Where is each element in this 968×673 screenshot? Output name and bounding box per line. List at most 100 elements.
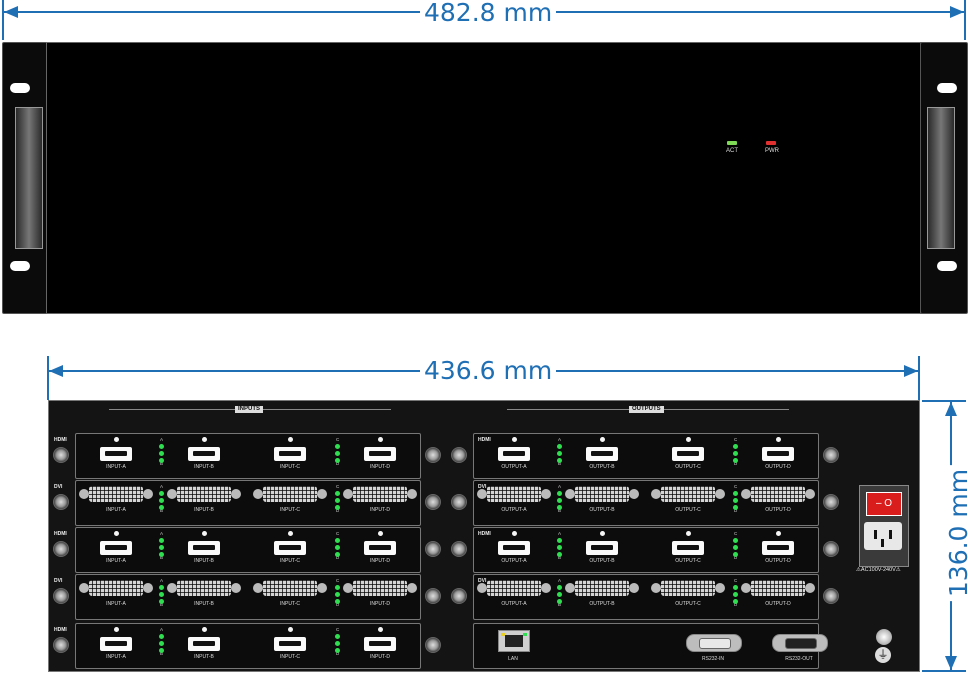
thumbscrew [629, 583, 639, 593]
output-dvi-port-4-1[interactable] [477, 578, 551, 598]
input-hdmi-port-5-4[interactable] [364, 637, 396, 651]
status-led [557, 545, 562, 550]
input-dvi-port-4-3[interactable] [253, 578, 327, 598]
input-dvi-port-2-2[interactable] [167, 484, 241, 504]
output-dvi-port-2-2[interactable] [565, 484, 639, 504]
outputs-section-label: OUTPUTS [629, 406, 664, 413]
thumbscrew [477, 489, 487, 499]
dvi-socket [575, 580, 629, 596]
input-hdmi-port-1-2[interactable] [188, 447, 220, 461]
input-hdmi-port-3-3[interactable] [274, 541, 306, 555]
input-hdmi-port-1-1[interactable] [100, 447, 132, 461]
output-hdmi-port-3-3[interactable] [672, 541, 704, 555]
output-hdmi-port-3-1[interactable] [498, 541, 530, 555]
input-hdmi-port-5-3[interactable] [274, 637, 306, 651]
status-led [335, 538, 340, 543]
rear-width-arrow-left [49, 365, 63, 377]
led-letter: B [160, 461, 164, 466]
status-led [733, 599, 738, 604]
thumbscrew [541, 583, 551, 593]
thumbscrew [79, 489, 89, 499]
input-hdmi-port-3-2[interactable] [188, 541, 220, 555]
output-dvi-port-4-4[interactable] [741, 578, 815, 598]
rack-ear-left [2, 42, 48, 314]
input-dvi-port-2-1[interactable] [79, 484, 153, 504]
output-hdmi-port-1-1[interactable] [498, 447, 530, 461]
output-dvi-port-4-2[interactable] [565, 578, 639, 598]
status-led [159, 545, 164, 550]
port-status-dot [686, 437, 691, 442]
status-led [733, 538, 738, 543]
inputs-section-label: INPUTS [235, 406, 264, 413]
input-dvi-port-2-3[interactable] [253, 484, 327, 504]
output-dvi-port-2-1[interactable] [477, 484, 551, 504]
status-led [733, 545, 738, 550]
input-row-1-screw-left [53, 447, 69, 463]
dvi-socket [353, 486, 407, 502]
rack-ear-slot-top [10, 83, 30, 93]
input-hdmi-port-3-1[interactable] [100, 541, 132, 555]
input-row-4-screw-left [53, 588, 69, 604]
input-hdmi-port-3-4[interactable] [364, 541, 396, 555]
thumbscrew [477, 583, 487, 593]
lan-port[interactable] [498, 630, 530, 652]
output-row-4-screw-right [823, 588, 839, 604]
led-letter: A [160, 531, 164, 536]
rack-ear-right [920, 42, 968, 314]
input-hdmi-port-1-3[interactable] [274, 447, 306, 461]
status-led [159, 552, 164, 557]
input-dvi-port-2-4[interactable] [343, 484, 417, 504]
status-led [557, 552, 562, 557]
input-hdmi-port-5-2[interactable] [188, 637, 220, 651]
status-led [335, 545, 340, 550]
port-status-dot [512, 531, 517, 536]
front-width-arrow-left [4, 6, 18, 18]
inlet-pin-right [889, 530, 892, 539]
card-type-label: HDMI [478, 531, 491, 537]
iec-power-inlet[interactable] [864, 522, 902, 550]
status-led [159, 491, 164, 496]
input-row-5-screw-left [53, 637, 69, 653]
status-led [159, 444, 164, 449]
status-led [557, 444, 562, 449]
thumbscrew [167, 583, 177, 593]
output-dvi-port-4-3[interactable] [651, 578, 725, 598]
input-dvi-port-4-4[interactable] [343, 578, 417, 598]
thumbscrew [253, 583, 263, 593]
led-letter: D [336, 508, 340, 513]
port-label: INPUT-C [280, 601, 300, 607]
status-led [335, 505, 340, 510]
output-dvi-port-2-3[interactable] [651, 484, 725, 504]
port-status-dot [288, 437, 293, 442]
port-label: INPUT-D [370, 558, 390, 564]
output-hdmi-port-3-4[interactable] [762, 541, 794, 555]
output-hdmi-port-1-2[interactable] [586, 447, 618, 461]
output-row-1-screw-left [451, 447, 467, 463]
status-led [733, 491, 738, 496]
led-letter: D [336, 461, 340, 466]
power-switch[interactable]: – O [866, 492, 902, 516]
status-led [335, 592, 340, 597]
dvi-socket [263, 580, 317, 596]
led-letter: B [160, 651, 164, 656]
output-hdmi-port-1-4[interactable] [762, 447, 794, 461]
input-hdmi-port-5-1[interactable] [100, 637, 132, 651]
port-label: OUTPUT-C [675, 601, 701, 607]
port-label: INPUT-B [194, 558, 214, 564]
input-dvi-port-4-1[interactable] [79, 578, 153, 598]
status-led [335, 552, 340, 557]
rs232-out-port[interactable] [772, 634, 828, 652]
input-row-4-screw-right [425, 588, 441, 604]
rear-width-right-extension [918, 356, 920, 400]
input-dvi-port-4-2[interactable] [167, 578, 241, 598]
led-letter: C [336, 531, 340, 536]
output-hdmi-port-1-3[interactable] [672, 447, 704, 461]
output-hdmi-port-3-2[interactable] [586, 541, 618, 555]
dvi-socket [89, 580, 143, 596]
rs232-in-port[interactable] [686, 634, 742, 652]
input-hdmi-port-1-4[interactable] [364, 447, 396, 461]
output-dvi-port-2-4[interactable] [741, 484, 815, 504]
thumbscrew [651, 489, 661, 499]
